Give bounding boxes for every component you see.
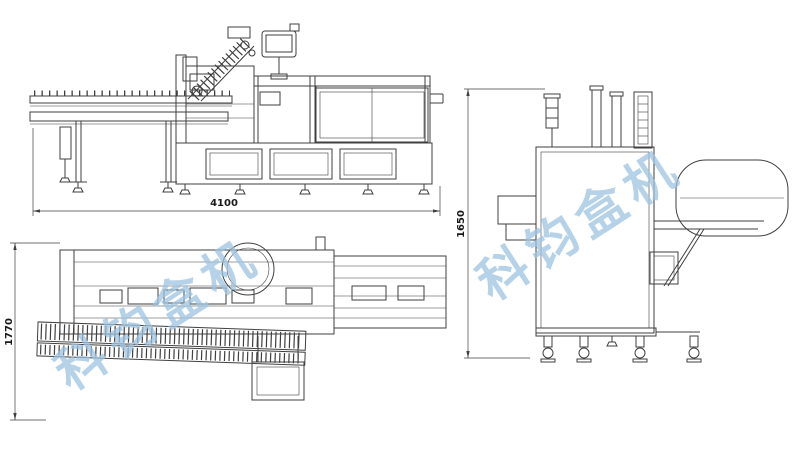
dimension-length-label: 4100 [210, 198, 238, 209]
dimension-width: 1770 [4, 242, 60, 421]
machine-body-plan [59, 236, 447, 335]
main-body [253, 75, 444, 144]
dimension-length: 4100 [32, 128, 441, 216]
infeed-conveyor [29, 90, 233, 193]
dimension-height: 1650 [456, 88, 545, 359]
dimension-height-label: 1650 [456, 210, 467, 238]
infeed-chain-plan [36, 321, 307, 366]
discharge-box-plan [251, 336, 305, 401]
signal-tower [543, 93, 561, 147]
plan-view: 1770 [4, 236, 447, 421]
end-elevation-view: 1650 [456, 85, 789, 363]
cabinet [497, 146, 655, 334]
base-frame [175, 142, 433, 195]
level-gauge [633, 91, 653, 149]
dimension-width-label: 1770 [4, 318, 15, 346]
side-elevation-view: 4100 [29, 23, 444, 216]
machine-legs [535, 327, 702, 363]
turntable [654, 159, 789, 287]
drive-motor [649, 251, 679, 285]
